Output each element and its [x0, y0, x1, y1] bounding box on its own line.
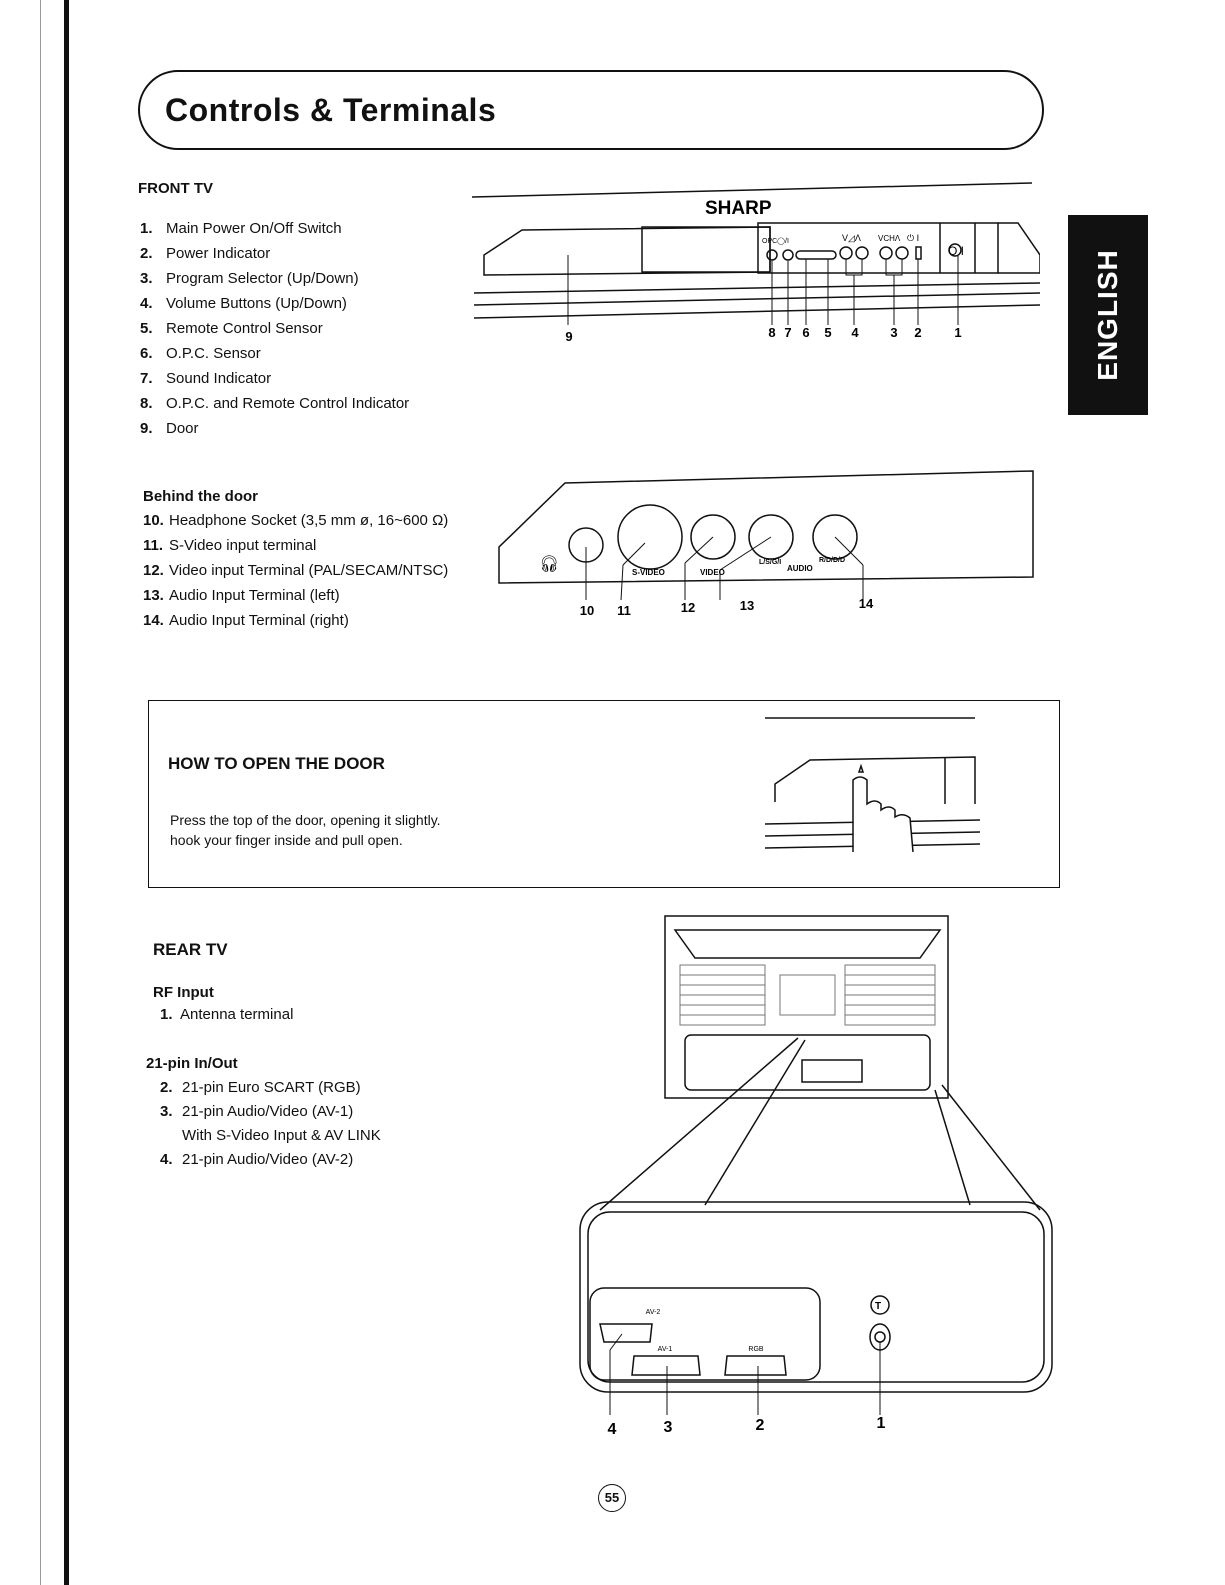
page-edge-line	[40, 0, 41, 1585]
front-panel-diagram: SHARP OPC◯/I V◿Λ VCHΛ ⏻ I O I 9 8 7 6 5 …	[471, 182, 1040, 344]
svideo-label: S-VIDEO	[632, 568, 665, 577]
list-item: 12.Video input Terminal (PAL/SECAM/NTSC)	[143, 562, 449, 579]
list-item: 1.Main Power On/Off Switch	[140, 220, 342, 237]
door-list: 10.Headphone Socket (3,5 mm ø, 16~600 Ω)…	[143, 508, 448, 633]
list-item: 5.Remote Control Sensor	[140, 320, 323, 337]
language-tab-label: ENGLISH	[1092, 249, 1123, 381]
door-terminal-diagram: 🎧︎ S-VIDEO VIDEO L/S/G/I R/D/D/D AUDIO 1…	[498, 470, 1034, 618]
callout-8: 8	[768, 325, 775, 340]
brand-logo: SHARP	[705, 198, 772, 219]
power-symbol-label: ⏻ I	[907, 233, 919, 243]
list-item: 4.21-pin Audio/Video (AV-2)	[160, 1151, 354, 1168]
binding-edge	[64, 0, 69, 1585]
antenna-icon: T	[875, 1301, 881, 1312]
callout-13: 13	[740, 598, 754, 613]
how-to-open-door-box	[148, 700, 1060, 888]
list-item: 9.Door	[140, 420, 199, 437]
page-number: 55	[598, 1484, 626, 1512]
list-item: 2.Power Indicator	[140, 245, 271, 262]
rf-input-heading: RF Input	[153, 984, 214, 1001]
rear-tv-heading: REAR TV	[153, 940, 228, 959]
callout-5: 5	[824, 325, 831, 340]
rgb-label: RGB	[748, 1346, 764, 1353]
rear-panel-diagram: AV-2 AV-1 RGB T 4 3 2 1	[579, 915, 1053, 1438]
volume-label: V◿Λ	[842, 233, 861, 243]
channel-label: VCHΛ	[878, 234, 901, 243]
list-item: 6.O.P.C. Sensor	[140, 345, 261, 362]
callout-6: 6	[802, 325, 809, 340]
callout-9: 9	[565, 329, 572, 344]
list-item: 8.O.P.C. and Remote Control Indicator	[140, 395, 410, 412]
how-to-text-line: Press the top of the door, opening it sl…	[170, 812, 441, 828]
door-heading: Behind the door	[143, 488, 258, 505]
front-tv-heading: FRONT TV	[138, 180, 213, 197]
title-frame	[138, 70, 1044, 150]
list-item: 14.Audio Input Terminal (right)	[143, 612, 349, 629]
list-item: 7.Sound Indicator	[140, 370, 272, 387]
callout-12: 12	[681, 600, 695, 615]
callout-14: 14	[859, 596, 874, 611]
callout-10: 10	[580, 603, 594, 618]
list-item: 3.21-pin Audio/Video (AV-1)	[160, 1103, 354, 1120]
list-item: 4.Volume Buttons (Up/Down)	[140, 295, 347, 312]
headphone-icon: 🎧︎	[539, 555, 559, 573]
list-item: 3.Program Selector (Up/Down)	[140, 270, 359, 287]
list-item: 11.S-Video input terminal	[143, 537, 317, 554]
callout-7: 7	[784, 325, 791, 340]
list-item: With S-Video Input & AV LINK	[182, 1127, 381, 1144]
list-item: 13.Audio Input Terminal (left)	[143, 587, 340, 604]
how-to-text-line: hook your finger inside and pull open.	[170, 832, 403, 848]
callout-4: 4	[851, 325, 859, 340]
callout-11: 11	[617, 603, 631, 618]
audio-label: AUDIO	[787, 564, 813, 573]
callout-1: 1	[877, 1415, 886, 1432]
page-title: Controls & Terminals	[165, 92, 497, 128]
callout-2: 2	[756, 1417, 765, 1434]
language-tab: ENGLISH	[1068, 215, 1148, 415]
list-item: 1.Antenna terminal	[160, 1006, 294, 1023]
front-list: 1.Main Power On/Off Switch 2.Power Indic…	[140, 216, 409, 441]
audio-right-label: R/D/D/D	[819, 557, 845, 564]
callout-2: 2	[914, 325, 921, 340]
video-label: VIDEO	[700, 568, 725, 577]
list-item: 10.Headphone Socket (3,5 mm ø, 16~600 Ω)	[143, 512, 449, 529]
opc-label: OPC◯/I	[762, 237, 789, 245]
scart-heading: 21-pin In/Out	[146, 1055, 238, 1072]
audio-left-label: L/S/G/I	[759, 559, 781, 566]
hand-opening-door-illustration	[765, 717, 981, 853]
how-to-heading: HOW TO OPEN THE DOOR	[168, 754, 385, 773]
callout-4: 4	[608, 1421, 617, 1438]
scart-list: 2.21-pin Euro SCART (RGB) 3.21-pin Audio…	[160, 1076, 381, 1172]
callout-3: 3	[890, 325, 897, 340]
callout-1: 1	[954, 325, 961, 340]
av1-label: AV-1	[658, 1346, 673, 1353]
main-switch-label: O I	[948, 244, 964, 258]
av2-label: AV-2	[646, 1309, 661, 1316]
callout-3: 3	[664, 1419, 673, 1436]
list-item: 2.21-pin Euro SCART (RGB)	[160, 1079, 361, 1096]
